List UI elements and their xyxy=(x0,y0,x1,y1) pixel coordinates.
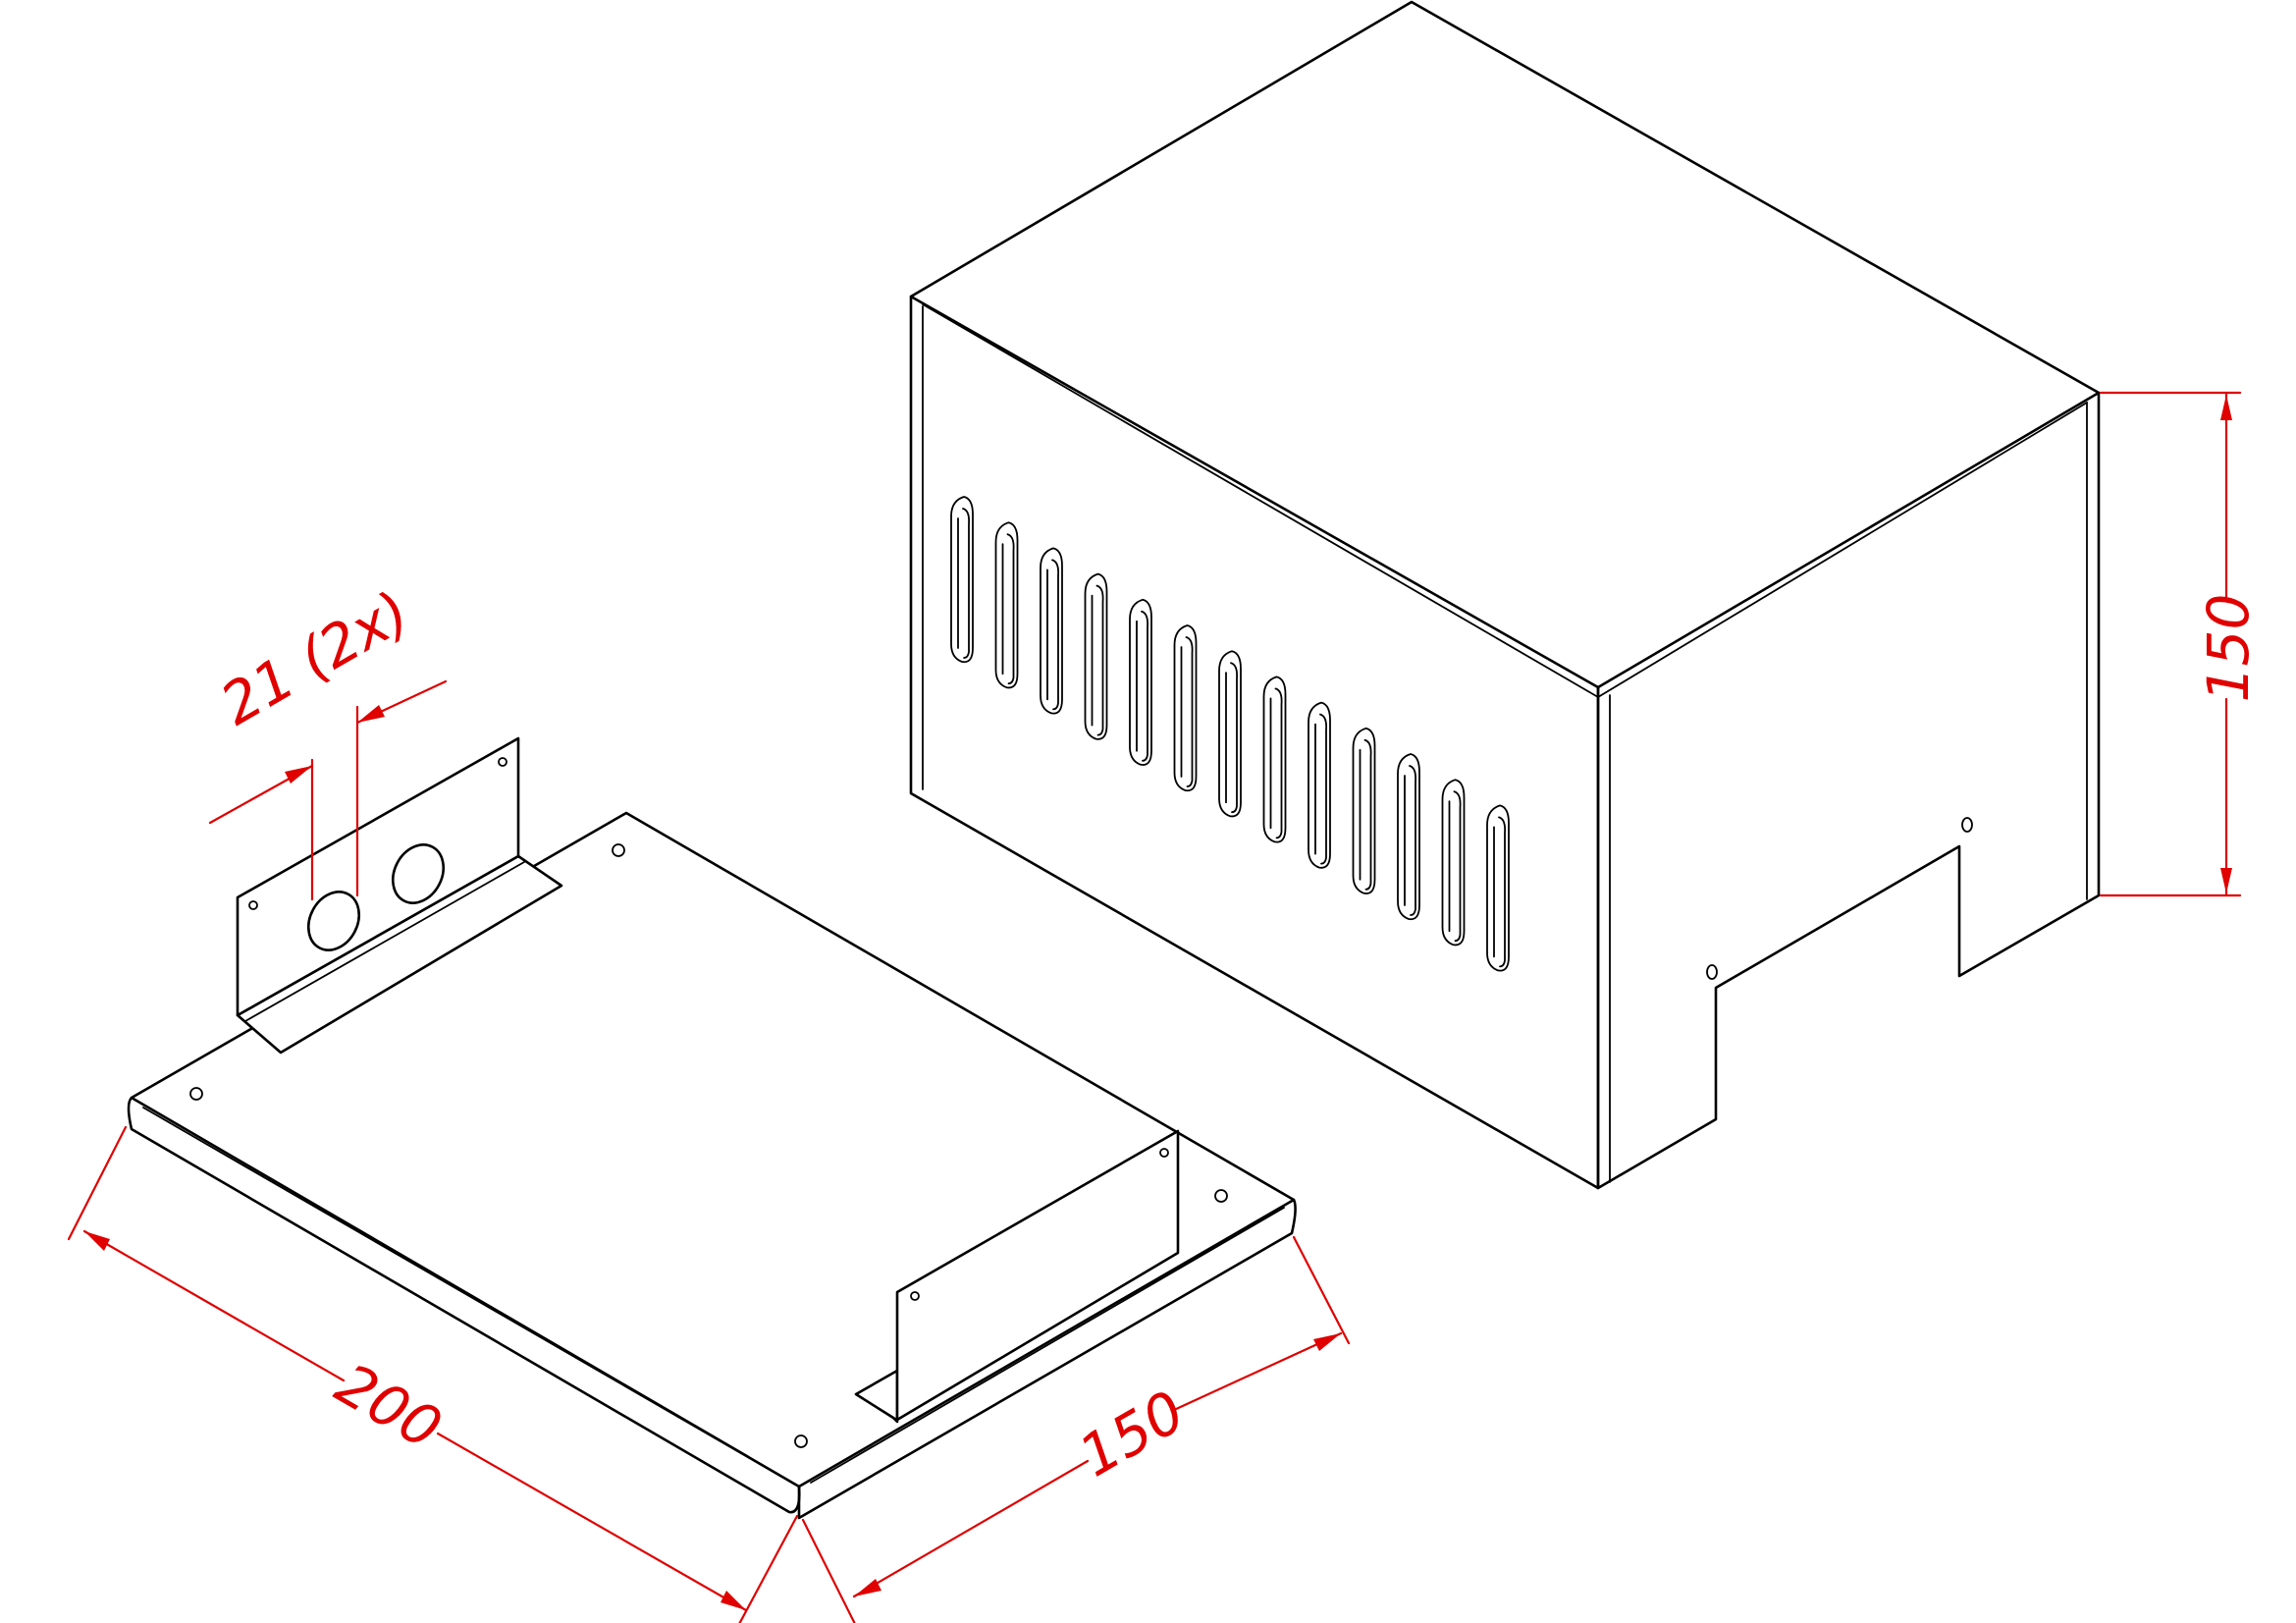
vent-slot-inner xyxy=(1409,765,1417,916)
vent-slot xyxy=(1218,650,1242,818)
base-front-flange-line xyxy=(142,1107,796,1486)
base-hole-right xyxy=(1214,1189,1228,1203)
vent-slot-inner xyxy=(1363,738,1372,891)
cable-hole-right xyxy=(391,843,446,904)
rear-bracket-hole-left xyxy=(248,900,258,910)
rear-bracket-wall xyxy=(236,736,520,1017)
front-bracket-hole-right xyxy=(1159,1148,1169,1158)
base-hole-front xyxy=(794,1434,808,1448)
base-hole-back xyxy=(612,843,625,857)
cover-right-face xyxy=(1596,391,2101,1190)
vent-slot xyxy=(1397,753,1420,921)
front-bracket-hole-left xyxy=(910,1291,920,1301)
vent-slot-inner xyxy=(1453,790,1462,943)
vent-slot-inner xyxy=(1185,636,1194,787)
dimension-hole-diameter-label: 21 (2x) xyxy=(210,578,421,738)
vent-slot xyxy=(1084,572,1108,740)
rear-bracket-bend xyxy=(244,861,525,1022)
vent-slot-inner xyxy=(962,508,971,659)
vent-slot xyxy=(1040,547,1063,715)
vent-slot xyxy=(1441,779,1466,947)
cover-mounting-hole-right xyxy=(1961,817,1973,833)
cable-hole-left xyxy=(306,891,361,951)
vent-slot xyxy=(1129,598,1152,766)
vent-slot xyxy=(1262,676,1287,843)
base-right-flange xyxy=(797,1198,1297,1520)
vent-slot-inner xyxy=(1230,662,1239,814)
dimension-cover-height-label: 150 xyxy=(2195,594,2262,703)
base-hole-left xyxy=(189,1087,203,1101)
vent-slot xyxy=(1352,727,1376,894)
vent-slot xyxy=(1308,701,1331,869)
dimension-base-width-label: 150 xyxy=(1068,1378,1196,1489)
dimension-cover-height: 150 xyxy=(2099,391,2262,897)
vent-slot-inner xyxy=(1095,584,1104,736)
front-bracket-bend xyxy=(855,1393,898,1421)
vent-slot xyxy=(994,521,1019,689)
front-bracket xyxy=(854,1129,1180,1424)
vent-slot-inner xyxy=(1141,610,1149,762)
ventilation-slots xyxy=(950,496,1510,972)
front-bracket-wall xyxy=(895,1129,1180,1422)
vent-slot-inner xyxy=(1319,713,1328,865)
cover-top-edge-inner xyxy=(922,303,2088,698)
vent-slot xyxy=(1173,624,1198,792)
rear-bracket-hole-right xyxy=(498,757,507,767)
vent-slot-inner xyxy=(1051,559,1060,711)
vent-slot xyxy=(950,496,974,664)
enclosure-cover xyxy=(909,0,2101,1190)
vent-slot-inner xyxy=(1274,687,1283,839)
cover-top-face xyxy=(909,0,2101,689)
cover-mounting-hole-left xyxy=(1706,964,1718,980)
dimension-base-length-label: 200 xyxy=(325,1350,453,1462)
rear-bracket xyxy=(236,736,563,1055)
vent-slot-inner xyxy=(1006,533,1015,685)
base-right-flange-line xyxy=(810,1207,1285,1484)
vent-slot xyxy=(1486,804,1510,972)
cover-right-face-inner-edge xyxy=(1609,402,2088,1183)
vent-slot-inner xyxy=(1498,816,1507,968)
